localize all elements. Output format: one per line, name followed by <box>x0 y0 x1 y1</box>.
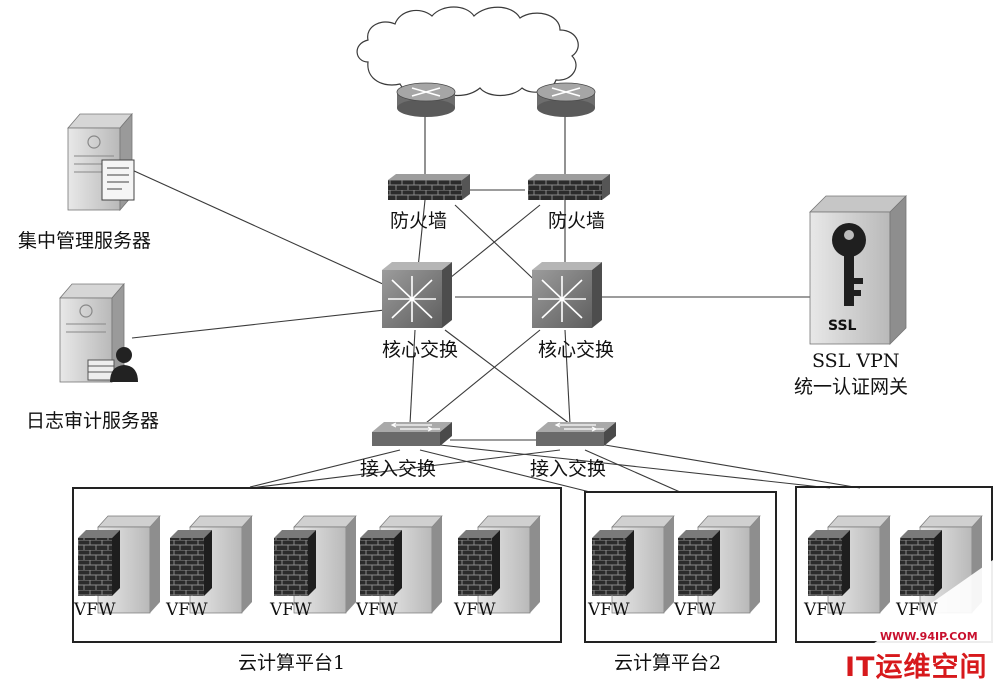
access-switch-left-label: 接入交换 <box>360 458 437 480</box>
vfw-device-icon <box>170 515 253 614</box>
firewall-right-label: 防火墙 <box>548 210 606 232</box>
management-server-icon <box>67 112 135 212</box>
links <box>131 115 861 493</box>
internet-cloud-icon <box>356 6 579 97</box>
vfw-label: VFW <box>356 600 398 620</box>
access-switch-right-label: 接入交换 <box>530 458 607 480</box>
vfw-device-icon <box>678 515 761 614</box>
firewall-left-icon <box>388 174 470 200</box>
vfw-device-icon <box>274 515 357 614</box>
watermark-name: IT运维空间 <box>845 652 988 683</box>
vfw-label: VFW <box>74 600 116 620</box>
ssl-vpn-label-line2: 统一认证网关 <box>794 376 909 398</box>
access-switch-right-icon <box>536 422 616 446</box>
vfw-label: VFW <box>804 600 846 620</box>
ssl-vpn-label-line1: SSL VPN <box>812 350 900 372</box>
management-server-label: 集中管理服务器 <box>18 230 152 252</box>
vfw-device-icon <box>458 515 541 614</box>
vfw-device-icon <box>592 515 675 614</box>
cloud-platform-2-frame <box>584 491 777 643</box>
vfw-label: VFW <box>454 600 496 620</box>
vfw-label: VFW <box>674 600 716 620</box>
router-left-icon <box>396 82 456 117</box>
vfw-devices <box>78 515 983 614</box>
vfw-device-icon <box>78 515 161 614</box>
core-switch-right-icon <box>532 262 602 328</box>
ssl-vpn-gateway-icon <box>809 195 907 345</box>
vfw-label: VFW <box>588 600 630 620</box>
vfw-device-icon <box>360 515 443 614</box>
log-audit-server-label: 日志审计服务器 <box>26 410 160 432</box>
vfw-label: VFW <box>896 600 938 620</box>
core-switch-left-icon <box>382 262 452 328</box>
log-audit-server-icon <box>59 282 138 384</box>
core-switch-left-label: 核心交换 <box>382 339 459 361</box>
firewall-left-label: 防火墙 <box>390 210 448 232</box>
cloud-platform-2-label: 云计算平台2 <box>614 652 722 674</box>
ssl-badge: SSL <box>828 318 857 334</box>
vfw-device-icon <box>900 515 983 614</box>
cloud-platform-1-frame <box>72 487 562 643</box>
firewall-right-icon <box>528 174 610 200</box>
access-switch-left-icon <box>372 422 452 446</box>
vfw-label: VFW <box>166 600 208 620</box>
vfw-label: VFW <box>270 600 312 620</box>
watermark-banner <box>820 555 1000 681</box>
vfw-device-icon <box>808 515 891 614</box>
router-right-icon <box>536 82 596 117</box>
watermark-url: WWW.94IP.COM <box>880 630 978 643</box>
cloud-platform-1-label: 云计算平台1 <box>238 652 346 674</box>
core-switch-right-label: 核心交换 <box>538 339 615 361</box>
